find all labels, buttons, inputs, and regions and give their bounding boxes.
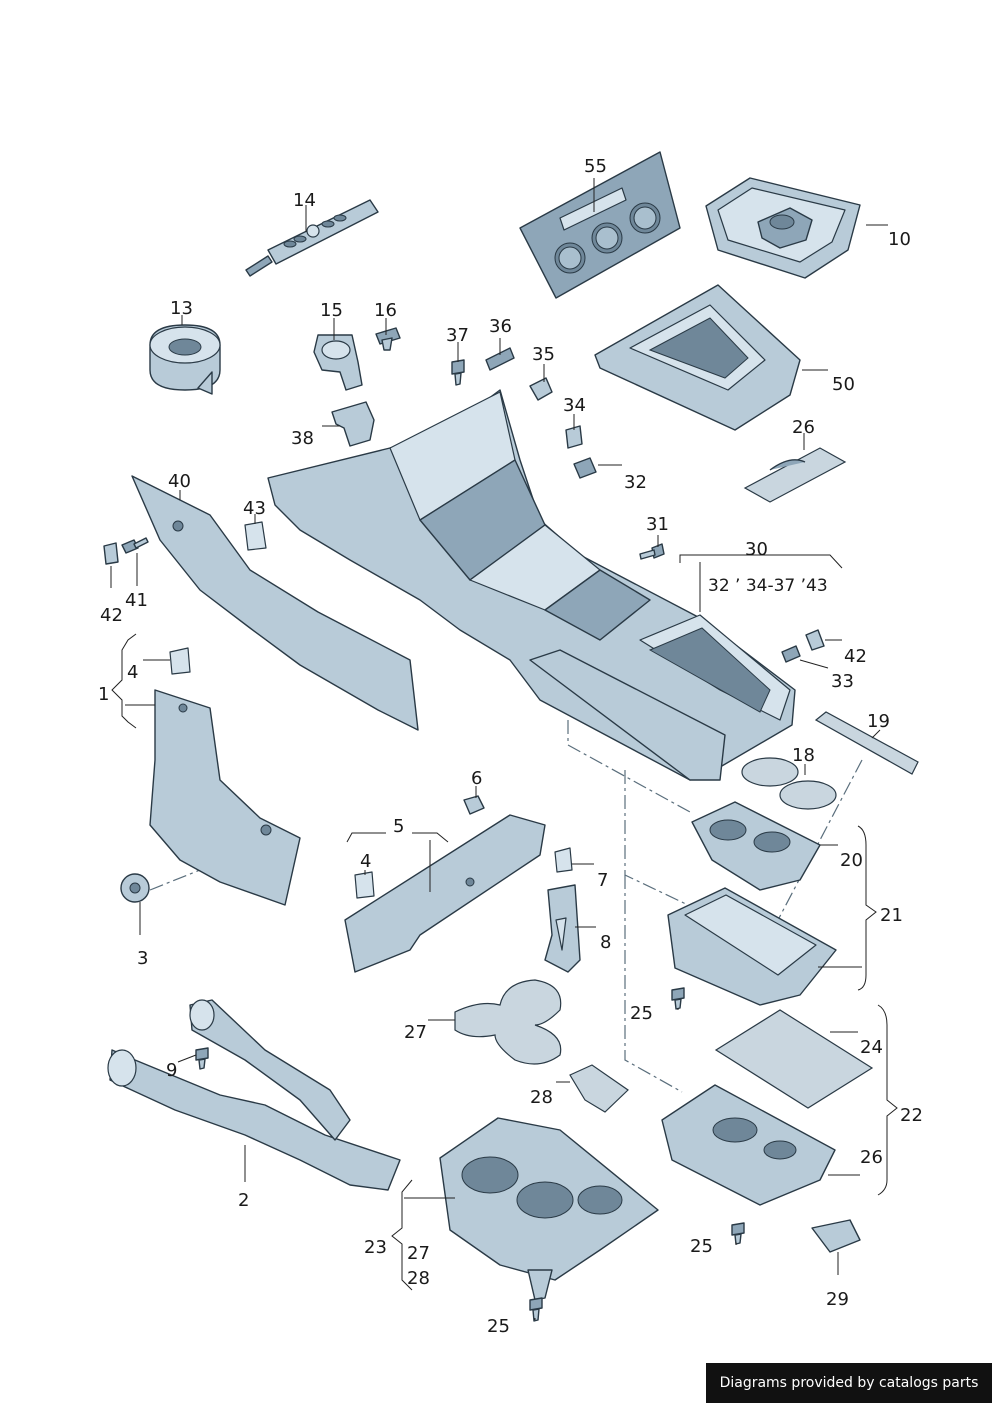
callout-41: 41 [125,590,148,611]
part-40-side-trim[interactable] [131,475,419,731]
part-50-shifter-surround[interactable] [594,284,801,431]
part-25-screw-b[interactable] [731,1222,745,1245]
callout-15: 15 [320,300,343,321]
part-34-clip[interactable] [565,425,583,449]
callout-25-a: 25 [630,1003,653,1024]
callout-1: 1 [98,684,109,705]
part-25-screw-c[interactable] [529,1297,543,1322]
callout-25-b: 25 [690,1236,713,1257]
part-43-clip[interactable] [244,521,267,551]
part-33-screw[interactable] [781,645,801,663]
part-25-screw-a[interactable] [671,987,685,1010]
part-38-bracket[interactable] [331,401,375,447]
callout-24: 24 [860,1037,883,1058]
callout-38: 38 [291,428,314,449]
callout-9: 9 [166,1060,177,1081]
callout-14: 14 [293,190,316,211]
part-26-tray-bottom[interactable] [661,1084,836,1206]
part-8-shim[interactable] [544,884,581,973]
part-16-clip[interactable] [375,327,401,351]
part-20-cupholder[interactable] [691,801,821,891]
center-console-main[interactable] [267,389,796,781]
callout-32: 32 [624,472,647,493]
callout-10: 10 [888,229,911,250]
callout-50: 50 [832,374,855,395]
callout-28-a: 28 [530,1087,553,1108]
callout-18: 18 [792,745,815,766]
callout-42-left: 42 [100,605,123,626]
part-23-cupholder-tray[interactable] [439,1117,659,1301]
callout-21: 21 [880,905,903,926]
part-6-nut[interactable] [463,795,485,815]
callout-27-b: 27 [407,1243,430,1264]
callout-22: 22 [900,1105,923,1126]
part-13-tape-roll[interactable] [149,324,221,395]
callout-3: 3 [137,948,148,969]
callout-19: 19 [867,711,890,732]
callout-16: 16 [374,300,397,321]
callout-labels: 55 10 14 13 15 16 37 36 35 34 32 31 50 2… [98,156,923,1337]
part-55-trim-panel[interactable] [519,151,681,299]
callout-13: 13 [170,298,193,319]
part-21-storage-bin[interactable] [667,887,837,1006]
part-15-bracket[interactable] [313,334,363,391]
part-3-nut[interactable] [120,873,150,903]
callout-25-c: 25 [487,1316,510,1337]
callout-34: 34 [563,395,586,416]
part-1-bracket[interactable] [149,689,301,906]
callout-30-subtitle: 32 ’ 34-37 ’43 [708,576,828,596]
part-18-inserts[interactable] [741,757,837,810]
callout-30: 30 [745,539,768,560]
callout-33: 33 [831,671,854,692]
part-36-clip[interactable] [485,347,515,371]
callout-42-right: 42 [844,646,867,667]
part-4-clip-top[interactable] [169,647,191,675]
footer-credit: Diagrams provided by catalogs parts [706,1363,992,1403]
callout-2: 2 [238,1190,249,1211]
callout-31: 31 [646,514,669,535]
part-10-storage-tray[interactable] [705,177,861,279]
part-41-screw[interactable] [121,537,149,554]
part-26-mat-top[interactable] [743,447,847,503]
assembly-dash-lines [149,720,863,1093]
part-5-bracket[interactable] [344,814,546,973]
part-14-sealant-tube[interactable] [245,199,379,277]
part-31-screw[interactable] [639,543,665,560]
part-42-cap-left[interactable] [103,542,119,565]
part-19-strip[interactable] [814,711,919,775]
callout-6: 6 [471,768,482,789]
callout-35: 35 [532,344,555,365]
part-32-clip[interactable] [573,457,597,479]
part-35-clip[interactable] [529,377,553,401]
callout-26-top: 26 [792,417,815,438]
leader-lines [110,178,898,1320]
part-28-mat[interactable] [569,1064,629,1113]
part-4-clip-bottom[interactable] [354,871,375,899]
part-24-mat[interactable] [714,1009,874,1109]
part-9-screw[interactable] [195,1047,209,1070]
callout-23: 23 [364,1237,387,1258]
callout-8: 8 [600,932,611,953]
callout-43: 43 [243,498,266,519]
callout-7: 7 [597,870,608,891]
callout-37: 37 [446,325,469,346]
part-2-air-duct[interactable] [107,999,401,1191]
callout-4-top: 4 [127,662,138,683]
callout-55: 55 [584,156,607,177]
callout-20: 20 [840,850,863,871]
callout-26-bottom: 26 [860,1147,883,1168]
part-37-screw[interactable] [451,359,465,386]
callout-5: 5 [393,816,404,837]
callout-36: 36 [489,316,512,337]
part-42-cap-right[interactable] [805,629,825,651]
callout-29: 29 [826,1289,849,1310]
part-29-switch[interactable] [811,1219,861,1253]
part-7-clip[interactable] [554,847,573,873]
callout-28-b: 28 [407,1268,430,1289]
callout-27-a: 27 [404,1022,427,1043]
part-27-mat[interactable] [454,979,562,1065]
callout-40: 40 [168,471,191,492]
callout-4-bottom: 4 [360,851,371,872]
